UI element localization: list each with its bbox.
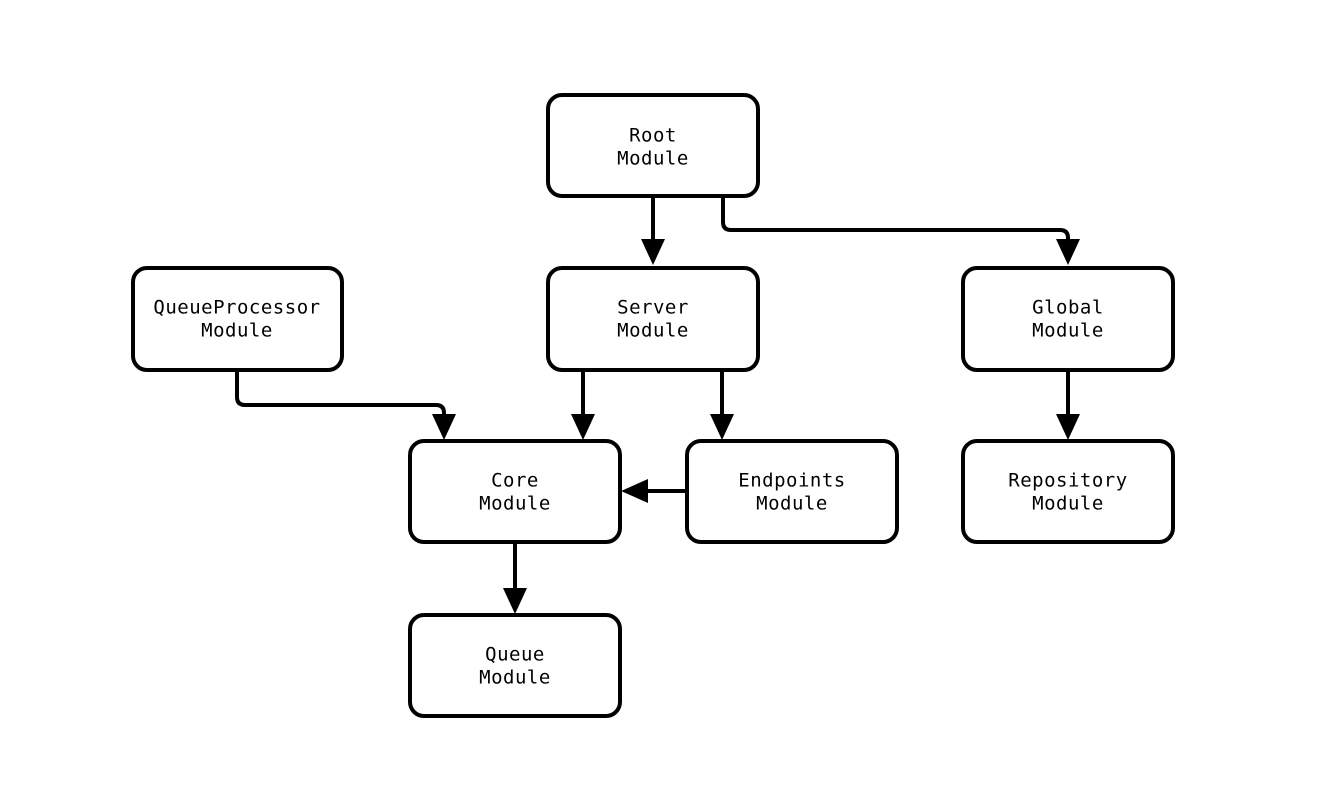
edge-server-core: [571, 370, 595, 440]
node-repository-module-label-line2: Module: [1032, 493, 1104, 515]
node-global-module-box[interactable]: [961, 266, 1175, 372]
edge-server-endpoints: [710, 370, 734, 440]
edge-root-server: [641, 196, 665, 265]
node-endpoints-module-box[interactable]: [685, 439, 899, 544]
node-endpoints-module-label-line1: Endpoints: [738, 470, 845, 492]
node-repository-module-box[interactable]: [961, 439, 1175, 544]
node-server-module[interactable]: Server Module: [546, 266, 760, 372]
node-layer: Root Module QueueProcessor Module Server…: [131, 93, 1175, 718]
node-server-module-label-line2: Module: [617, 320, 689, 342]
node-queueprocessor-module-label-line1: QueueProcessor: [153, 297, 320, 319]
node-server-module-label-line1: Server: [617, 297, 689, 319]
node-global-module-label-line1: Global: [1032, 297, 1104, 319]
edge-server-core-arrowhead: [571, 414, 595, 440]
node-root-module[interactable]: Root Module: [546, 93, 760, 198]
edge-server-endpoints-arrowhead: [710, 414, 734, 440]
edge-queueprocessor-core: [235, 370, 456, 440]
node-global-module[interactable]: Global Module: [961, 266, 1175, 372]
node-endpoints-module[interactable]: Endpoints Module: [685, 439, 899, 544]
edge-core-queue-arrowhead: [503, 588, 527, 614]
edge-layer: [235, 196, 1080, 614]
node-server-module-box[interactable]: [546, 266, 760, 372]
edge-global-repository: [1056, 370, 1080, 440]
node-core-module[interactable]: Core Module: [408, 439, 622, 544]
node-repository-module-label-line1: Repository: [1008, 470, 1127, 492]
edge-core-queue: [503, 542, 527, 614]
node-queueprocessor-module[interactable]: QueueProcessor Module: [131, 266, 344, 372]
node-core-module-label-line1: Core: [491, 470, 539, 492]
node-queueprocessor-module-label-line2: Module: [201, 320, 273, 342]
edge-root-global-line: [721, 196, 1070, 249]
node-queue-module-label-line1: Queue: [485, 644, 545, 666]
node-core-module-box[interactable]: [408, 439, 622, 544]
node-root-module-label-line1: Root: [629, 125, 677, 147]
edge-root-global-arrowhead: [1056, 239, 1080, 265]
node-root-module-label-line2: Module: [617, 148, 689, 170]
node-queue-module-box[interactable]: [408, 613, 622, 718]
edge-endpoints-core-arrowhead: [621, 479, 648, 503]
node-queueprocessor-module-box[interactable]: [131, 266, 344, 372]
edge-queueprocessor-core-line: [235, 370, 446, 424]
node-queue-module[interactable]: Queue Module: [408, 613, 622, 718]
node-endpoints-module-label-line2: Module: [756, 493, 828, 515]
edge-endpoints-core: [621, 479, 687, 503]
edge-root-global: [721, 196, 1080, 265]
node-root-module-box[interactable]: [546, 93, 760, 198]
edge-global-repository-arrowhead: [1056, 414, 1080, 440]
node-global-module-label-line2: Module: [1032, 320, 1104, 342]
edge-queueprocessor-core-arrowhead: [432, 414, 456, 440]
node-core-module-label-line2: Module: [479, 493, 551, 515]
edge-root-server-arrowhead: [641, 239, 665, 265]
node-repository-module[interactable]: Repository Module: [961, 439, 1175, 544]
node-queue-module-label-line2: Module: [479, 667, 551, 689]
